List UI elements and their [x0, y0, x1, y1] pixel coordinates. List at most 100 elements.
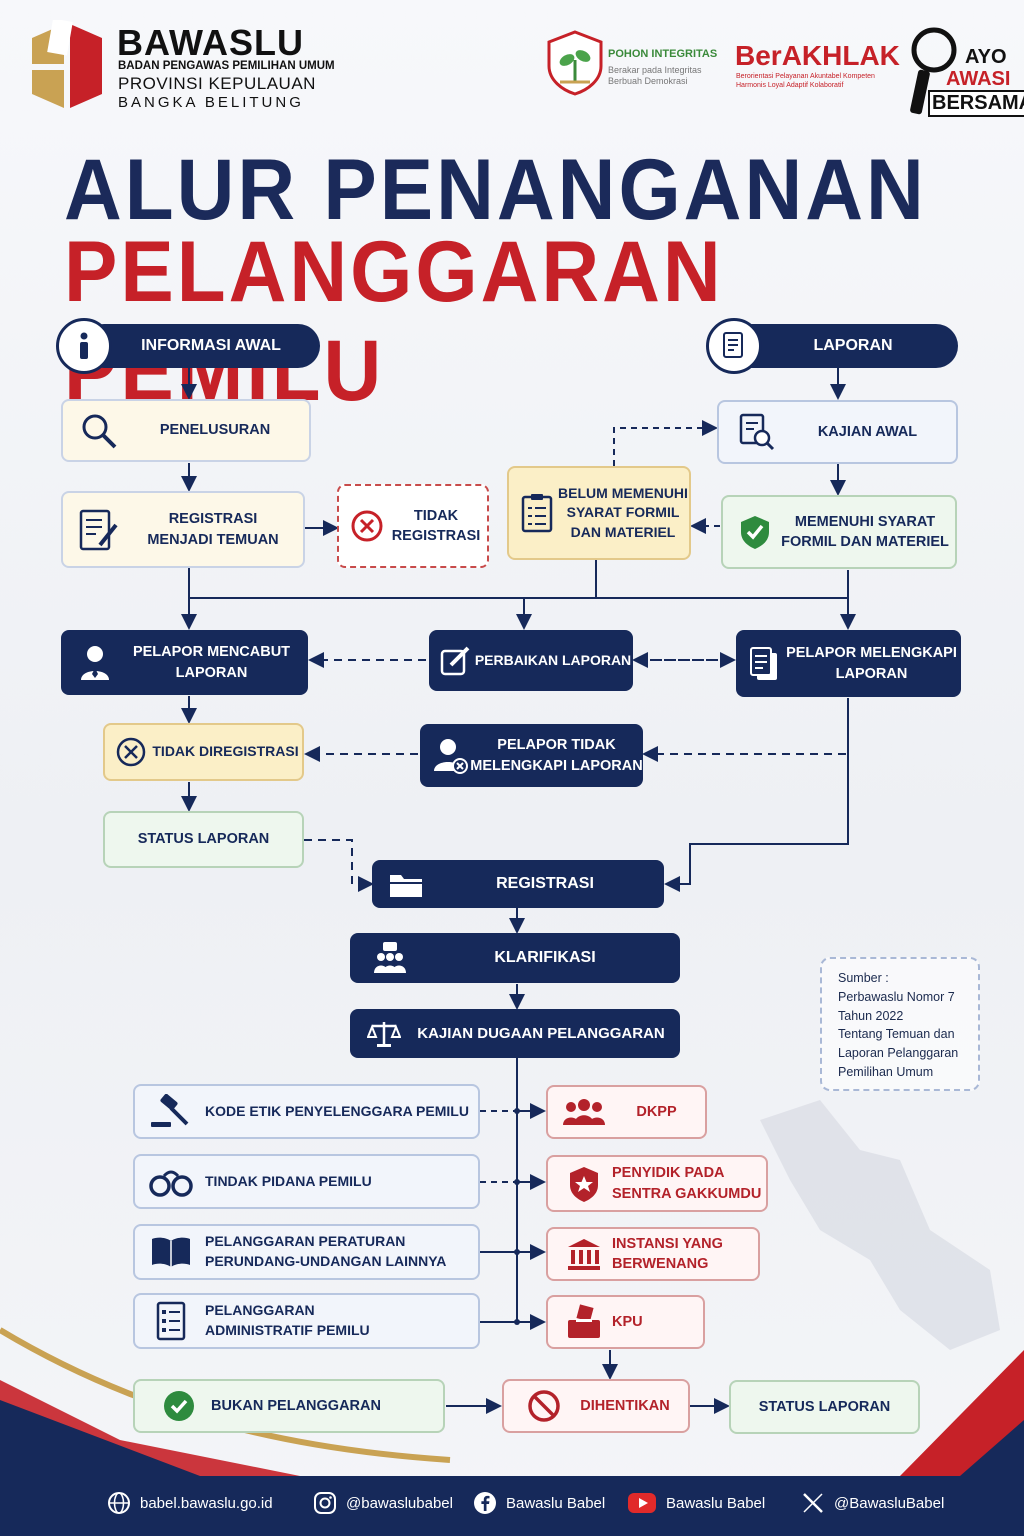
- youtube-icon: [626, 1490, 658, 1516]
- peraturan-line1: PELANGGARAN PERATURAN: [205, 1233, 406, 1250]
- pohon-line1: Berakar pada Integritas: [608, 65, 702, 75]
- memenuhi-line1: MEMENUHI SYARAT: [794, 513, 936, 530]
- melengkapi-line1: PELAPOR MELENGKAPI: [786, 645, 957, 662]
- footer-x-label: @BawasluBabel: [834, 1494, 945, 1512]
- report-document-icon: [706, 318, 762, 374]
- building-institution-icon: [562, 1237, 606, 1271]
- x-circle-icon: [349, 509, 385, 543]
- belum-line1: BELUM MEMENUHI: [558, 484, 688, 501]
- folder-icon: [386, 869, 426, 899]
- ayo-line2: AWASI: [946, 68, 1011, 90]
- gavel-icon: [145, 1093, 197, 1130]
- pohon-title: POHON INTEGRITAS: [608, 48, 718, 60]
- ballot-box-icon: [562, 1304, 606, 1340]
- user-icon: [75, 644, 115, 682]
- ayo-line3: BERSAMA: [928, 90, 1024, 117]
- kajian-dugaan-label: KAJIAN DUGAAN PELANGGARAN: [417, 1025, 665, 1042]
- kpu-label: KPU: [612, 1313, 643, 1330]
- kajian-awal-label: KAJIAN AWAL: [817, 423, 918, 440]
- registrasi-label: REGISTRASI: [496, 874, 594, 892]
- melengkapi-line2: LAPORAN: [835, 665, 908, 682]
- footer-youtube[interactable]: Bawaslu Babel: [626, 1490, 765, 1516]
- tindak-pidana-label: TINDAK PIDANA PEMILU: [205, 1172, 372, 1189]
- penyidik-line1: PENYIDIK PADA: [612, 1165, 725, 1182]
- org-sub3: BANGKA BELITUNG: [118, 94, 304, 111]
- pelanggaran-peraturan-box: PELANGGARAN PERATURAN PERUNDANG-UNDANGAN…: [133, 1224, 480, 1280]
- org-name: BAWASLU: [117, 22, 304, 63]
- police-badge-icon: [562, 1165, 606, 1203]
- memenuhi-line2: FORMIL DAN MATERIEL: [781, 534, 949, 550]
- mencabut-line2: LAPORAN: [175, 664, 248, 681]
- footer-x[interactable]: @BawasluBabel: [800, 1490, 944, 1516]
- group-discussion-icon: [370, 941, 410, 975]
- org-sub2: PROVINSI KEPULAUAN: [118, 74, 316, 93]
- info-icon: [56, 318, 112, 374]
- registrasi-temuan-box: REGISTRASI MENJADI TEMUAN: [61, 491, 305, 568]
- status-laporan-label-2: STATUS LAPORAN: [758, 1398, 891, 1415]
- kode-etik-box: KODE ETIK PENYELENGGARA PEMILU: [133, 1084, 480, 1139]
- dkpp-label: DKPP: [636, 1103, 677, 1120]
- berakhlak-title: BerAKHLAK: [735, 40, 900, 71]
- page-title-line1: ALUR PENANGANAN: [64, 141, 927, 238]
- footer-facebook-label: Bawaslu Babel: [506, 1494, 606, 1512]
- registrasi-temuan-line1: REGISTRASI: [168, 511, 258, 528]
- magnifier-search-icon: [77, 411, 121, 451]
- shield-check-icon: [735, 514, 775, 550]
- status-laporan-label-1: STATUS LAPORAN: [137, 831, 270, 848]
- footer-website-label: babel.bawaslu.go.id: [140, 1494, 273, 1512]
- checklist-icon: [517, 492, 557, 534]
- source-label: Sumber :: [838, 971, 889, 985]
- dihentikan-label: DIHENTIKAN: [580, 1397, 670, 1414]
- pohon-integritas-logo-icon: [547, 30, 603, 96]
- bukan-pelanggaran-box: BUKAN PELANGGARAN: [133, 1379, 445, 1433]
- book-icon: [145, 1235, 197, 1269]
- kajian-awal-box: KAJIAN AWAL: [717, 400, 958, 464]
- pelapor-tidak-melengkapi-box: PELAPOR TIDAK MELENGKAPI LAPORAN: [420, 724, 643, 787]
- source-line4: Laporan Pelanggaran: [838, 1046, 959, 1060]
- memenuhi-box: MEMENUHI SYARAT FORMIL DAN MATERIEL: [721, 495, 957, 569]
- penelusuran-box: PENELUSURAN: [61, 399, 311, 462]
- dihentikan-box: DIHENTIKAN: [502, 1379, 690, 1433]
- magnifier-icon: [910, 27, 957, 115]
- status-laporan-box-1: STATUS LAPORAN: [103, 811, 304, 868]
- tidak-registrasi-line1: TIDAK: [413, 507, 459, 524]
- dkpp-box: DKPP: [546, 1085, 707, 1139]
- kpu-box: KPU: [546, 1295, 705, 1349]
- form-edit-icon: [75, 507, 123, 553]
- x-twitter-icon: [800, 1490, 826, 1516]
- laporan-header: LAPORAN: [730, 324, 958, 368]
- admin-line1: PELANGGARAN: [205, 1302, 315, 1319]
- user-cancel-icon: [432, 737, 470, 775]
- footer-facebook[interactable]: Bawaslu Babel: [472, 1490, 605, 1516]
- tidak-diregistrasi-box: TIDAK DIREGISTRASI: [103, 723, 304, 781]
- edit-pencil-icon: [437, 645, 473, 677]
- registrasi-temuan-line2: MENJADI TEMUAN: [147, 531, 279, 548]
- peraturan-line2: PERUNDANG-UNDANGAN LAINNYA: [205, 1253, 447, 1269]
- org-sub1: BADAN PENGAWAS PEMILIHAN UMUM: [118, 60, 335, 72]
- check-circle-icon: [161, 1390, 197, 1422]
- bukan-pelanggaran-label: BUKAN PELANGGARAN: [211, 1397, 381, 1414]
- tidak-melengkapi-line2: MELENGKAPI LAPORAN: [470, 757, 643, 774]
- instagram-icon: [312, 1490, 338, 1516]
- tidak-diregistrasi-label: TIDAK DIREGISTRASI: [152, 743, 299, 760]
- footer-instagram[interactable]: @bawaslubabel: [312, 1490, 453, 1516]
- document-analysis-icon: [735, 412, 779, 452]
- globe-icon: [106, 1490, 132, 1516]
- informasi-awal-header: INFORMASI AWAL: [82, 324, 320, 368]
- source-line1: Perbawaslu Nomor 7: [838, 989, 955, 1004]
- status-laporan-box-2: STATUS LAPORAN: [729, 1380, 920, 1434]
- penelusuran-label: PENELUSURAN: [159, 422, 271, 439]
- source-note: Sumber : Perbawaslu Nomor 7 Tahun 2022 T…: [820, 957, 980, 1091]
- source-line2: Tahun 2022: [838, 1008, 904, 1023]
- mencabut-line1: PELAPOR MENCABUT: [132, 644, 291, 661]
- tidak-registrasi-line2: REGISTRASI: [391, 528, 481, 544]
- kode-etik-label: KODE ETIK PENYELENGGARA PEMILU: [205, 1102, 469, 1119]
- source-line5: Pemilihan Umum: [838, 1064, 934, 1079]
- instansi-line2: BERWENANG: [612, 1256, 709, 1272]
- pelapor-mencabut-box: PELAPOR MENCABUT LAPORAN: [61, 630, 308, 695]
- bawaslu-logo-icon: [32, 20, 102, 108]
- berakhlak-line1: Berorientasi Pelayanan Akuntabel Kompete…: [736, 73, 875, 80]
- instansi-line1: INSTANSI YANG: [612, 1235, 723, 1252]
- footer-website[interactable]: babel.bawaslu.go.id: [106, 1490, 273, 1516]
